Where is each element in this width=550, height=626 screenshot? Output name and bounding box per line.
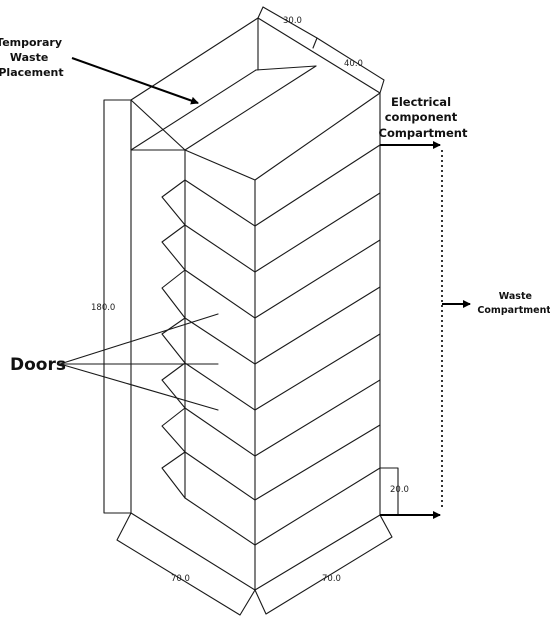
dim-height: 180.0	[91, 303, 115, 313]
doors-label: Doors	[10, 355, 66, 375]
dim-top-depth: 40.0	[344, 59, 363, 69]
compartment-lines	[254, 144, 381, 546]
dim-base-right: 70.0	[322, 574, 341, 584]
waste-compartments-label: Waste Compartments	[477, 291, 550, 316]
electrical-compartment-label: Electrical component Compartment	[379, 95, 468, 140]
dim-compartment-height: 20.0	[390, 485, 409, 495]
temporary-waste-label: Temporary Waste Placement	[0, 36, 66, 79]
door-pointers	[59, 313, 219, 411]
dim-top-width: 30.0	[283, 16, 302, 26]
drawer-lines	[184, 179, 256, 546]
compartment-indicators	[380, 141, 471, 519]
dim-base-left: 70.0	[171, 574, 190, 584]
dimension-lines	[103, 6, 399, 616]
temporary-waste-arrow	[71, 57, 199, 105]
top-face	[130, 17, 381, 181]
open-doors	[161, 179, 186, 499]
